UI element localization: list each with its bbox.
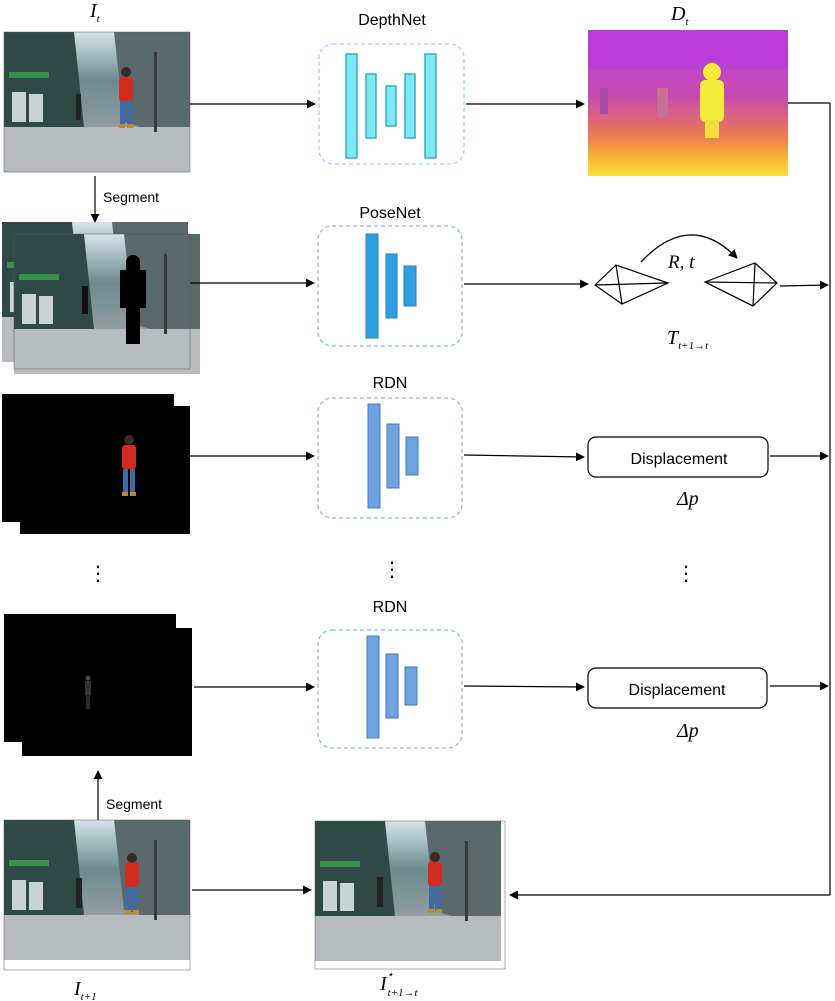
input-frame-label: It [89, 0, 101, 25]
posenet-layers [365, 233, 417, 339]
depthnet-box [318, 43, 465, 165]
segmented-background-stack [2, 222, 200, 374]
ellipsis-right: ⋮ [676, 563, 696, 585]
arrows [90, 99, 831, 900]
rdn-title-1: RDN [373, 375, 408, 392]
depthnet-layers [345, 53, 437, 159]
input-frame-image [3, 31, 191, 173]
segment-label-bottom: Segment [106, 796, 162, 812]
rdn-layers-1 [367, 403, 419, 509]
delta-p-label-1: Δp [676, 488, 699, 510]
displacement-label-1: Displacement [631, 451, 728, 468]
ellipsis-left: ⋮ [88, 563, 108, 585]
rdn-layers-2 [366, 635, 418, 739]
warped-frame-label: I⋆t+1→t [379, 969, 419, 999]
delta-p-label-2: Δp [676, 720, 699, 742]
camera-frustum-left [594, 264, 670, 305]
next-frame-label: It+1 [73, 978, 97, 1001]
next-frame-image [3, 819, 191, 971]
rdn-box-1 [317, 397, 463, 519]
depthnet-title: DepthNet [358, 12, 426, 29]
segment-label-top: Segment [103, 189, 159, 205]
displacement-label-2: Displacement [629, 682, 726, 699]
rotation-translation-label: R, t [667, 252, 695, 273]
transform-label: Tt+1→t [667, 327, 709, 352]
warped-frame-image [314, 820, 506, 970]
depth-map-label: Dt [670, 3, 689, 28]
rotation-arrow [640, 234, 738, 263]
depth-map-image [588, 30, 788, 176]
displacement-box-2: Displacement [587, 667, 768, 709]
rdn-title-2: RDN [373, 599, 408, 616]
segmented-person-stack [2, 394, 190, 534]
displacement-box-1: Displacement [587, 436, 769, 478]
rdn-box-2 [317, 629, 463, 749]
segmented-small-object-stack [4, 614, 192, 756]
camera-frustum-right [703, 262, 778, 307]
posenet-box [317, 225, 463, 347]
ellipsis-middle: ⋮ [382, 559, 402, 581]
posenet-title: PoseNet [359, 205, 421, 222]
